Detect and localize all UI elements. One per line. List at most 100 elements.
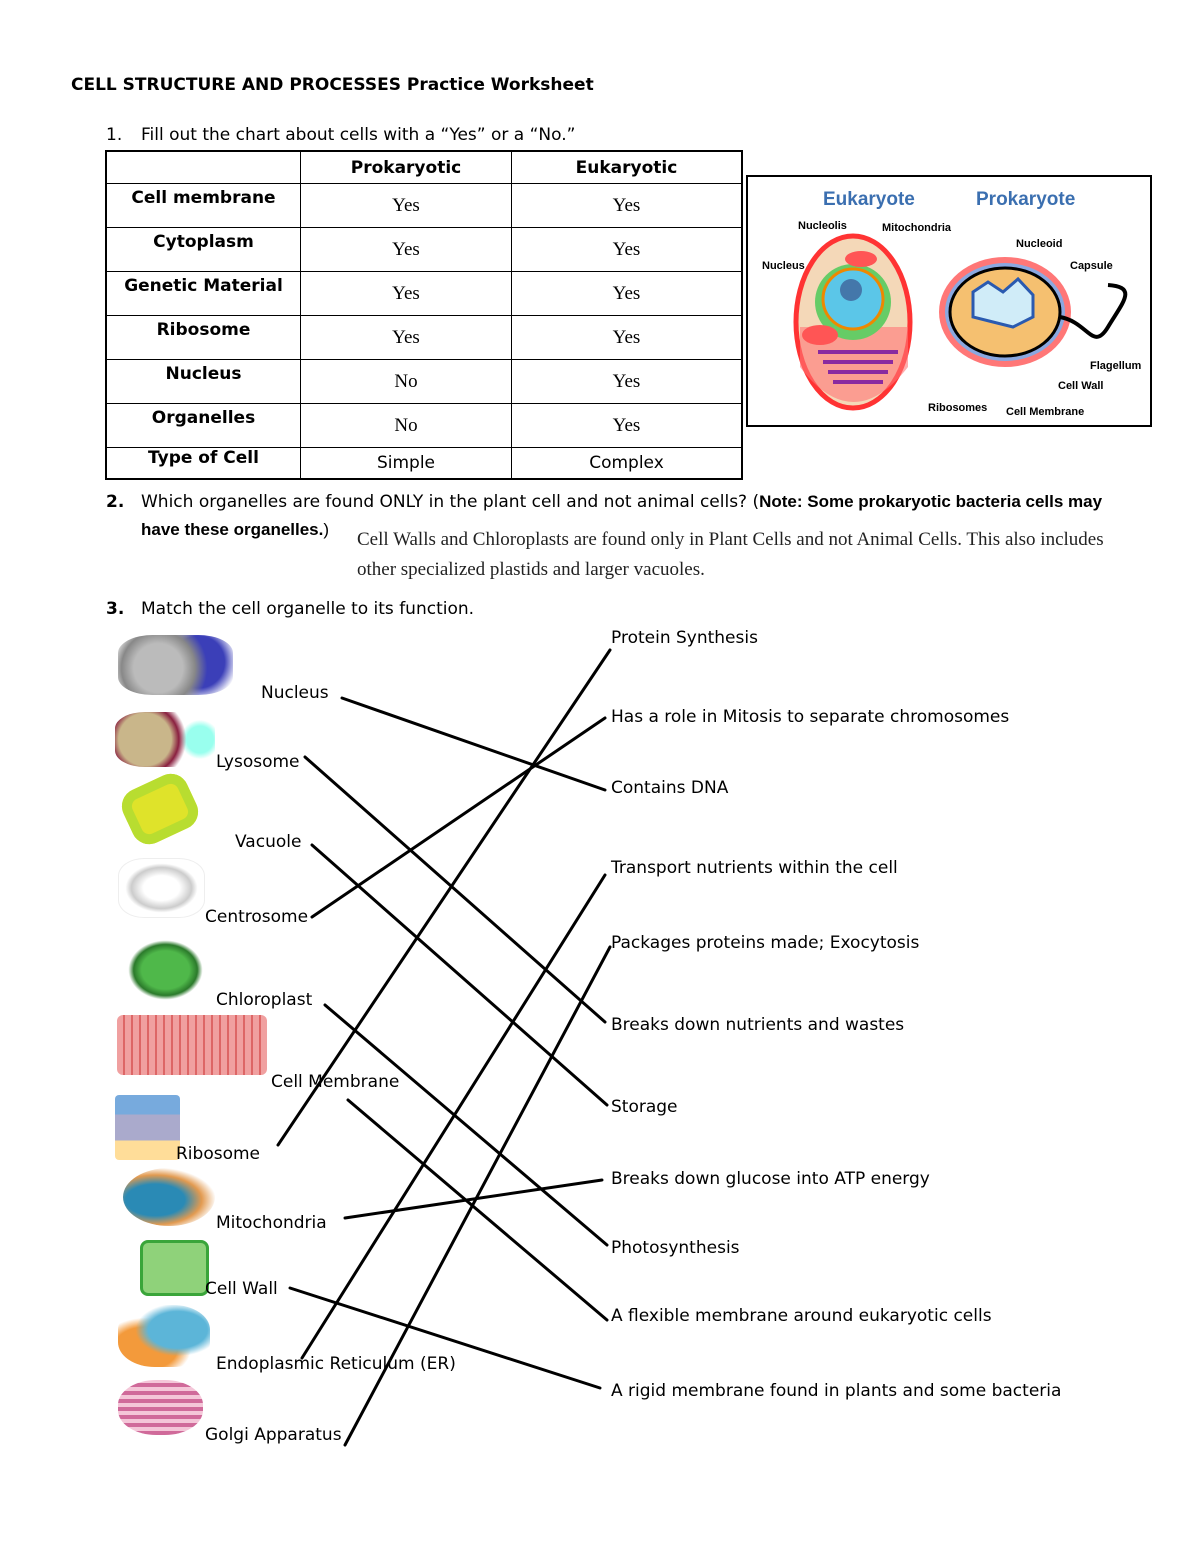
q2-answer-line2[interactable]: other specialized plastids and larger va… <box>357 559 705 580</box>
organelle-cell-wall: Cell Wall <box>205 1279 278 1299</box>
q2-note-cont: have these organelles.) <box>141 520 329 540</box>
eukaryotic-cell: Yes <box>511 403 743 448</box>
prokaryotic-cell: Yes <box>300 271 512 316</box>
prokaryotic-cell: No <box>300 403 512 448</box>
eukaryotic-cell: Yes <box>511 359 743 404</box>
label-cell-wall: Cell Wall <box>1058 380 1103 392</box>
match-line-cell-membrane[interactable] <box>346 1098 609 1322</box>
match-line-cell-wall[interactable] <box>288 1286 602 1390</box>
page-title: CELL STRUCTURE AND PROCESSES Practice Wo… <box>71 75 594 95</box>
eukaryote-title: Eukaryote <box>823 189 915 210</box>
row-label: Ribosome <box>105 315 301 360</box>
prokaryote-title: Prokaryote <box>976 189 1075 210</box>
label-capsule: Capsule <box>1070 260 1113 272</box>
organelle-golgi: Golgi Apparatus <box>205 1425 342 1445</box>
endoplasmic-reticulum-image <box>118 1305 210 1367</box>
function-protein-synthesis: Protein Synthesis <box>611 628 758 648</box>
function-atp-energy: Breaks down glucose into ATP energy <box>611 1169 930 1189</box>
organelle-cell-membrane: Cell Membrane <box>271 1072 400 1092</box>
function-rigid-membrane: A rigid membrane found in plants and som… <box>611 1381 1062 1401</box>
eukaryotic-cell: Yes <box>511 315 743 360</box>
function-breaks-down-wastes: Breaks down nutrients and wastes <box>611 1015 905 1035</box>
header-blank <box>105 150 301 184</box>
row-label: Cytoplasm <box>105 227 301 272</box>
prokaryotic-cell: No <box>300 359 512 404</box>
match-line-er[interactable] <box>300 873 607 1360</box>
header-prokaryotic: Prokaryotic <box>300 150 512 184</box>
row-label: Cell membrane <box>105 183 301 228</box>
match-line-vacuole[interactable] <box>310 843 609 1107</box>
eukaryotic-cell: Yes <box>511 183 743 228</box>
mitochondria-shape <box>845 251 877 267</box>
row-label: Type of Cell <box>105 447 301 480</box>
nucleus-image <box>118 635 233 695</box>
q3-number: 3. <box>106 599 125 619</box>
match-line-nucleus[interactable] <box>340 696 607 792</box>
organelle-ribosome: Ribosome <box>176 1144 261 1164</box>
label-nucleus: Nucleus <box>762 260 805 272</box>
q1-number: 1. <box>106 125 123 145</box>
label-mitochondria: Mitochondria <box>882 222 952 234</box>
nucleoid-shape <box>971 276 1035 329</box>
lysosome-image <box>115 712 215 767</box>
organelle-er: Endoplasmic Reticulum (ER) <box>216 1354 456 1374</box>
q3-text: Match the cell organelle to its function… <box>141 599 475 619</box>
ribosome-image <box>115 1095 180 1160</box>
row-label: Genetic Material <box>105 271 301 316</box>
match-line-ribosome[interactable] <box>276 648 612 1147</box>
cell-diagram-illustration: Eukaryote Prokaryote Nucleolis Mitochond… <box>762 189 1142 418</box>
cell-membrane-image <box>117 1015 267 1075</box>
centrosome-image <box>118 858 205 918</box>
match-line-lysosome[interactable] <box>303 755 607 1024</box>
organelle-nucleus: Nucleus <box>261 683 329 703</box>
label-ribosomes: Ribosomes <box>928 402 987 414</box>
row-label: Nucleus <box>105 359 301 404</box>
eukaryotic-cell: Yes <box>511 271 743 316</box>
function-mitosis: Has a role in Mitosis to separate chromo… <box>611 707 1010 727</box>
q2-note-line2: have these organelles. <box>141 520 324 539</box>
q2-question: Which organelles are found ONLY in the p… <box>141 492 1102 512</box>
q2-note-close: ) <box>323 520 330 539</box>
cell-diagram: Eukaryote Prokaryote Nucleolis Mitochond… <box>746 175 1152 427</box>
organelle-vacuole: Vacuole <box>235 832 302 852</box>
golgi-apparatus-image <box>118 1380 203 1435</box>
function-flexible-membrane: A flexible membrane around eukaryotic ce… <box>611 1306 992 1326</box>
q1-text: Fill out the chart about cells with a “Y… <box>141 125 576 145</box>
q2-text: Which organelles are found ONLY in the p… <box>141 492 760 512</box>
q2-note: Note: Some prokaryotic bacteria cells ma… <box>759 492 1103 511</box>
row-label: Organelles <box>105 403 301 448</box>
organelle-mitochondria: Mitochondria <box>216 1213 327 1233</box>
prokaryotic-cell: Yes <box>300 183 512 228</box>
function-storage: Storage <box>611 1097 678 1117</box>
cell-wall-image <box>140 1240 209 1296</box>
nucleolus-shape <box>840 279 862 301</box>
prokaryotic-cell: Simple <box>300 447 512 480</box>
match-line-mitochondria[interactable] <box>343 1178 604 1220</box>
flagellum-shape <box>1059 283 1128 339</box>
function-contains-dna: Contains DNA <box>611 778 729 798</box>
eukaryotic-cell: Complex <box>511 447 743 480</box>
match-line-chloroplast[interactable] <box>323 1003 609 1247</box>
organelle-lysosome: Lysosome <box>216 752 300 772</box>
q2-number: 2. <box>106 492 125 512</box>
function-packages-proteins: Packages proteins made; Exocytosis <box>611 933 920 953</box>
organelle-chloroplast: Chloroplast <box>216 990 313 1010</box>
match-line-centrosome[interactable] <box>310 716 607 919</box>
function-transport: Transport nutrients within the cell <box>611 858 898 878</box>
match-line-golgi[interactable] <box>343 945 612 1447</box>
q2-answer-line1[interactable]: Cell Walls and Chloroplasts are found on… <box>357 529 1104 550</box>
label-nucleolis: Nucleolis <box>798 220 847 232</box>
organelle-centrosome: Centrosome <box>205 907 309 927</box>
mitochondria-image <box>123 1168 215 1226</box>
label-flagellum: Flagellum <box>1090 360 1142 372</box>
label-cell-membrane: Cell Membrane <box>1006 406 1084 418</box>
